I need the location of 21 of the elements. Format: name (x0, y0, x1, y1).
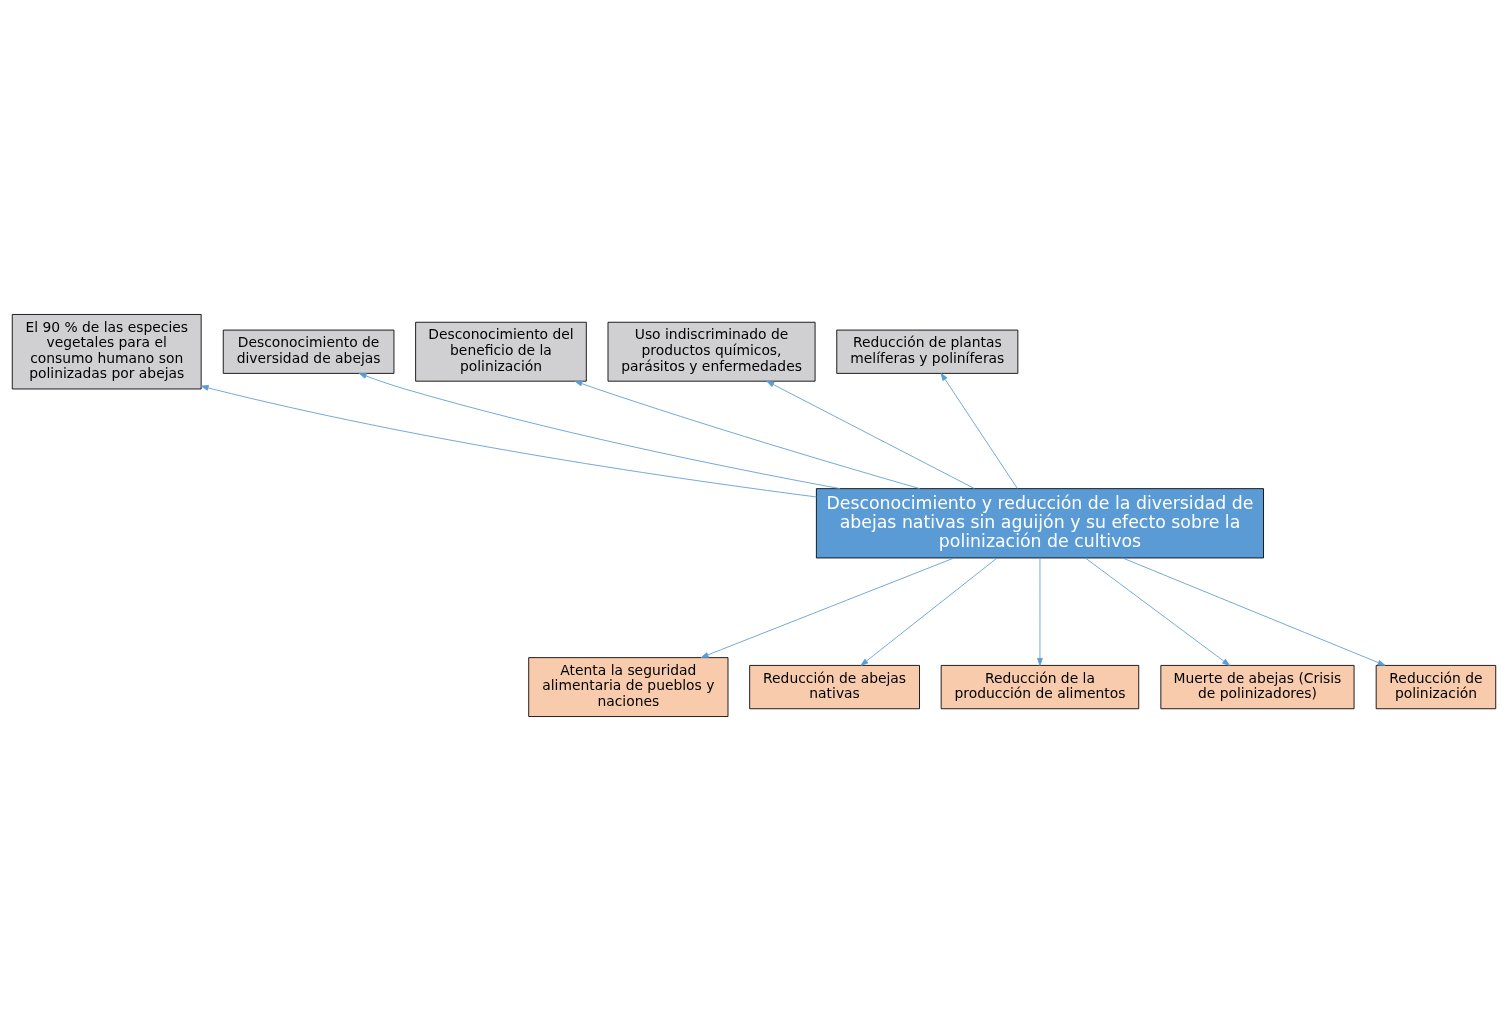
node-box: Uso indiscriminado de productos químicos, parásitos y enfermedades (607, 321, 816, 382)
node-box: El 90 % de las especies vegetales para el consumo humano son polinizadas por abejas (11, 314, 202, 390)
node-box: Reducción de polinización (1375, 664, 1497, 710)
arrow (1085, 557, 1230, 666)
arrow (1037, 557, 1043, 666)
arrow (200, 385, 817, 498)
node-box: Atenta la seguridad alimentaria de pueblos y naciones (528, 657, 729, 717)
node-box: Reducción de plantas melíferas y poliníferas (836, 329, 1019, 374)
node-box: Desconocimiento del beneficio de la polinización (415, 321, 587, 382)
node-box: Desconocimiento de diversidad de abejas (222, 329, 395, 374)
node-box: Muerte de abejas (Crisis de polinizadores) (1160, 664, 1355, 710)
arrow (940, 373, 1018, 489)
arrow (1122, 557, 1386, 666)
arrow (574, 380, 921, 490)
arrow (860, 557, 998, 666)
node-box: Reducción de abejas nativas (749, 664, 920, 710)
node-box: Reducción de la producción de alimentos (940, 664, 1140, 710)
arrow (766, 380, 975, 489)
arrow (358, 373, 841, 490)
arrow (700, 557, 955, 658)
node-box: Desconocimiento y reducción de la diversidad de abejas nativas sin aguijón y su efecto sobre la polinización de cultivos (815, 488, 1264, 559)
